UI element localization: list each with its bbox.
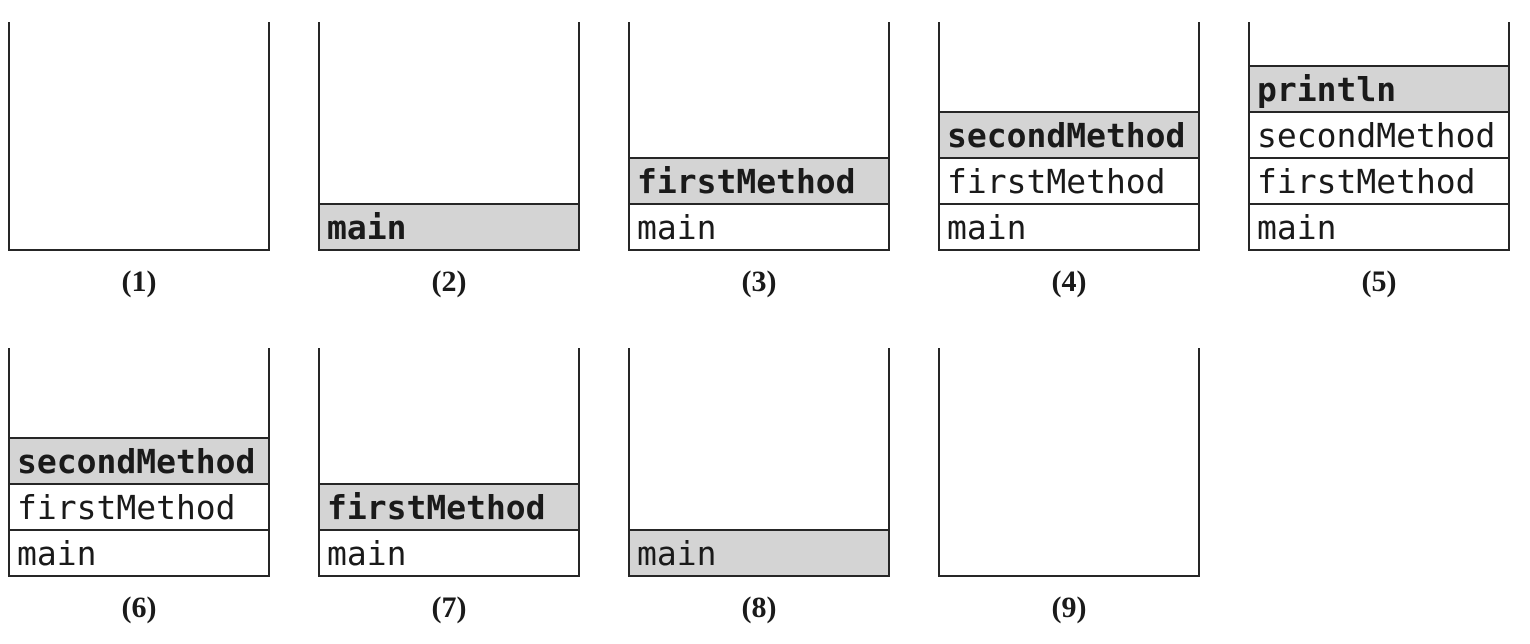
stack-frame-main: main xyxy=(320,529,578,575)
call-stack-8: main (8) xyxy=(628,348,890,627)
stack-frame-firstMethod: firstMethod xyxy=(10,483,268,529)
stack-frame-firstMethod: firstMethod xyxy=(320,483,578,529)
stack-frame-main: main xyxy=(10,529,268,575)
call-stack-9: (9) xyxy=(938,348,1200,627)
stack-frame-main: main xyxy=(630,203,888,249)
call-stack-1: (1) xyxy=(8,22,270,301)
stack-well-9 xyxy=(938,348,1200,577)
stack-frame-firstMethod: firstMethod xyxy=(1250,157,1508,203)
stack-frame-firstMethod: firstMethod xyxy=(940,157,1198,203)
stack-well-1 xyxy=(8,22,270,251)
stack-frame-main: main xyxy=(320,203,578,249)
call-stack-2: main (2) xyxy=(318,22,580,301)
stack-label-9: (9) xyxy=(1051,591,1087,624)
stack-frame-main: main xyxy=(1250,203,1508,249)
stack-label-6: (6) xyxy=(121,591,157,624)
stack-frame-main: main xyxy=(630,529,888,575)
stack-label-7: (7) xyxy=(431,591,467,624)
stack-frame-firstMethod: firstMethod xyxy=(630,157,888,203)
stack-frame-main: main xyxy=(940,203,1198,249)
stack-label-2: (2) xyxy=(431,265,467,298)
stack-label-8: (8) xyxy=(741,591,777,624)
stack-frame-secondMethod: secondMethod xyxy=(1250,111,1508,157)
stack-well-2: main xyxy=(318,22,580,251)
stack-frame-secondMethod: secondMethod xyxy=(940,111,1198,157)
stack-well-8: main xyxy=(628,348,890,577)
stack-frame-secondMethod: secondMethod xyxy=(10,437,268,483)
stack-label-4: (4) xyxy=(1051,265,1087,298)
stack-label-5: (5) xyxy=(1361,265,1397,298)
stack-label-3: (3) xyxy=(741,265,777,298)
stack-frame-println: println xyxy=(1250,65,1508,111)
stack-label-1: (1) xyxy=(121,265,157,298)
